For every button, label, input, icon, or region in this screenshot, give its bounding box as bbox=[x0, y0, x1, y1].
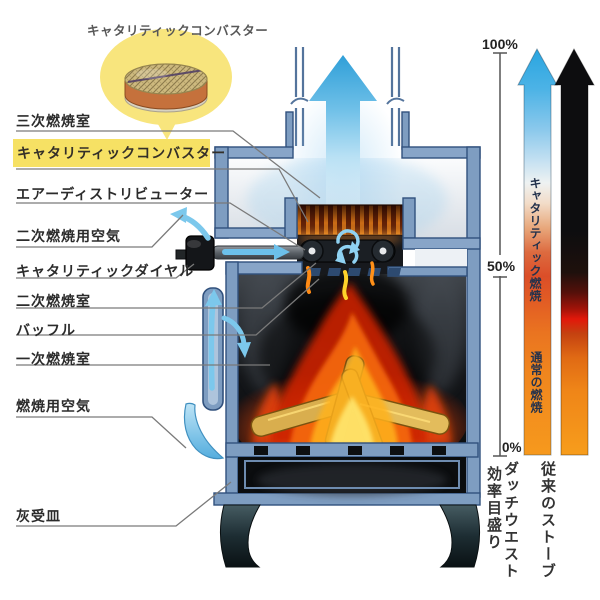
label-air-distributor: エアーディストリビューター bbox=[16, 186, 210, 202]
label-tertiary-combustion-chamber: 三次燃焼室 bbox=[16, 113, 91, 129]
leader-lines bbox=[16, 130, 321, 527]
grate-slots bbox=[254, 446, 446, 455]
stove-legs bbox=[220, 504, 480, 568]
swirl-arrows bbox=[335, 229, 360, 264]
inset-caption: キャタリティックコンバスター bbox=[87, 24, 269, 38]
balloon-tail bbox=[155, 117, 179, 140]
label-secondary-combustion-chamber: 二次燃焼室 bbox=[16, 293, 91, 309]
label-combustion-air: 燃焼用空気 bbox=[16, 398, 91, 414]
stove-body bbox=[213, 111, 481, 506]
fire-and-logs bbox=[238, 274, 466, 445]
label-ash-pan: 灰受皿 bbox=[16, 508, 61, 524]
bar-annotation-catalytic-combustion: キャタリティック燃焼 bbox=[528, 177, 542, 302]
bar-caption-conventional-stove: 従来のストーブ bbox=[539, 461, 556, 580]
ash-pan-area bbox=[238, 457, 466, 496]
air-distributor-cylinders bbox=[299, 239, 396, 263]
efficiency-axis bbox=[493, 52, 507, 457]
axis-tick-0: 0% bbox=[502, 440, 522, 455]
label-baffle: バッフル bbox=[16, 322, 76, 338]
bar-conventional-stove bbox=[554, 47, 595, 456]
bar-caption-dutchwest: ダッチウエスト bbox=[502, 461, 519, 580]
secondary-flames bbox=[305, 261, 375, 300]
pipe-break-mark bbox=[290, 97, 309, 105]
combustion-air-scoop-arrow bbox=[183, 402, 225, 460]
label-catalytic-dial: キャタリティックダイヤル bbox=[16, 263, 195, 279]
catalytic-combustor-element bbox=[296, 204, 404, 236]
axis-caption-efficiency-scale: 効率目盛り bbox=[485, 466, 502, 551]
dial-knob bbox=[185, 235, 215, 271]
air-flow-arrow-icon bbox=[274, 244, 290, 260]
ash-pan-outline bbox=[244, 460, 460, 489]
combustor-disc bbox=[124, 63, 208, 113]
label-primary-combustion-chamber: 一次燃焼室 bbox=[16, 351, 91, 367]
axis-tick-50: 50% bbox=[487, 258, 516, 274]
label-secondary-combustion-air: 二次燃焼用空気 bbox=[16, 228, 121, 244]
label-highlight-box bbox=[13, 139, 210, 167]
exhaust-up-arrow-icon bbox=[309, 55, 377, 206]
catalytic-dial-assembly bbox=[175, 235, 305, 271]
axis-tick-100: 100% bbox=[482, 36, 518, 52]
pipe-break-mark bbox=[386, 97, 405, 105]
bar-annotation-normal-combustion: 通常の燃焼 bbox=[529, 351, 543, 414]
label-catalytic-combustor: キャタリティックコンバスター bbox=[17, 145, 227, 161]
combustor-balloon bbox=[100, 29, 232, 140]
